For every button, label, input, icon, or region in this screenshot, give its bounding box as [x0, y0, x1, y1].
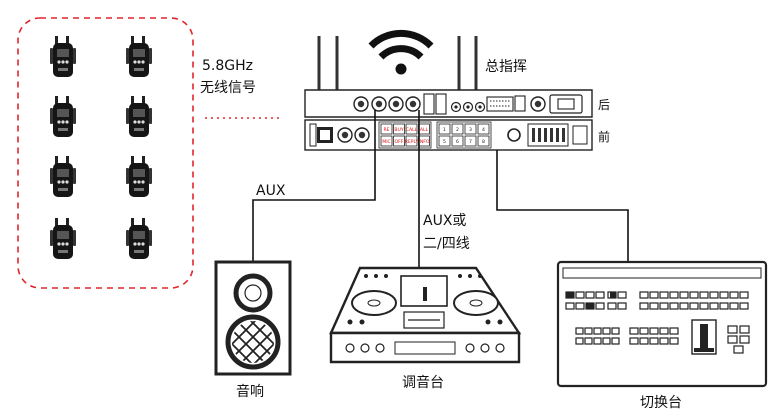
- front-buy-button-label: BUY: [394, 127, 404, 133]
- aux-label: AUX: [256, 183, 286, 199]
- front-re-button: [380, 123, 393, 135]
- switcher-label: 切换台: [640, 395, 682, 411]
- beltpack-icon: [50, 96, 76, 137]
- keypad-6-button-label: 6: [456, 139, 459, 145]
- keypad-1-button: [438, 123, 451, 135]
- beltpack-icon: [50, 36, 76, 77]
- frequency-label: 5.8GHz: [202, 58, 253, 74]
- aux-or-label: AUX或: [423, 213, 467, 229]
- front-reply-button-label: REPLY: [405, 139, 419, 145]
- beltpack-icon: [50, 156, 76, 197]
- switcher-icon: [556, 260, 768, 388]
- aux-line-speaker: [252, 110, 376, 262]
- master-station-label: 总指挥: [485, 59, 527, 75]
- keypad-7-button-label: 7: [469, 139, 472, 145]
- mixer-label: 调音台: [402, 375, 444, 391]
- keypad-3-button: [464, 123, 477, 135]
- keypad-6-button: [451, 135, 464, 147]
- front-mic-button: [380, 135, 393, 147]
- keypad-2-button: [451, 123, 464, 135]
- beltpack-group-border: [17, 17, 194, 289]
- keypad-8-button-label: 8: [482, 139, 485, 145]
- speaker-icon: [214, 260, 292, 376]
- keypad-2-button-label: 2: [456, 127, 459, 133]
- keypad-3-button-label: 3: [469, 127, 472, 133]
- mixer-icon: [329, 266, 522, 364]
- two-four-wire-label: 二/四线: [423, 236, 470, 252]
- beltpack-icon: [126, 218, 152, 259]
- front-buy-button: [393, 123, 405, 135]
- keypad-4-button: [477, 123, 490, 135]
- front-off-button: [393, 135, 405, 147]
- speaker-label: 音响: [236, 384, 264, 400]
- connection-lines: [252, 110, 629, 268]
- front-call-button-label: CALL: [406, 127, 418, 133]
- wireless-signal-label: 无线信号: [200, 80, 256, 96]
- keypad-7-button: [464, 135, 477, 147]
- keypad-5-button-label: 5: [443, 139, 446, 145]
- front-panel-label: 前: [598, 130, 611, 144]
- beltpack-icon: [126, 96, 152, 137]
- aux-line-switcher: [496, 150, 629, 262]
- keypad-1-button-label: 1: [443, 127, 446, 133]
- keypad-8-button: [477, 135, 490, 147]
- keypad-5-button: [438, 135, 451, 147]
- master-rear-panel: [304, 89, 593, 118]
- front-info-button-label: INFO: [418, 139, 429, 145]
- beltpack-grid: [50, 36, 152, 259]
- front-reply-button: [405, 135, 418, 147]
- front-call-button: [405, 123, 418, 135]
- front-all-button-label: ALL: [420, 127, 429, 133]
- front-mic-button-label: MIC: [382, 139, 391, 145]
- beltpack-icon: [50, 218, 76, 259]
- wifi-icon: [368, 29, 434, 75]
- beltpack-icon: [126, 36, 152, 77]
- keypad-4-button-label: 4: [482, 127, 485, 133]
- front-off-button-label: OFF: [395, 139, 404, 145]
- rear-panel-label: 后: [598, 98, 611, 112]
- front-re-button-label: RE: [383, 127, 389, 133]
- beltpack-icon: [126, 156, 152, 197]
